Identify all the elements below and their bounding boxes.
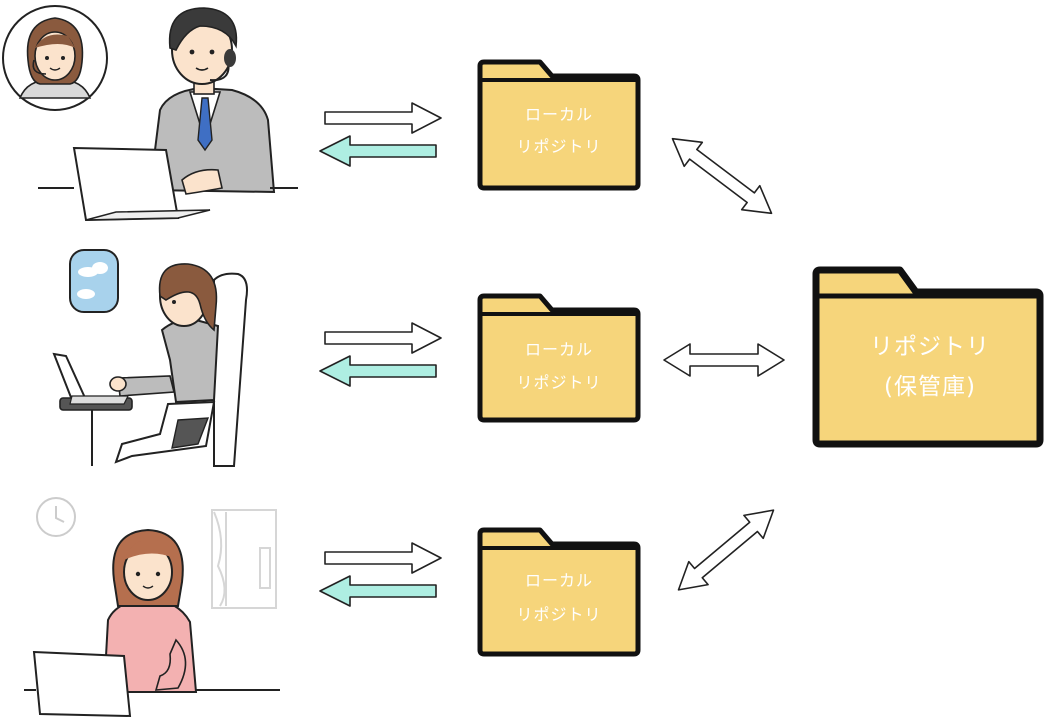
sync-arrow-diagonal-down [671,137,773,215]
local-repo-label-line2: リポジトリ [516,373,601,392]
sync-arrow-horizontal [663,343,785,377]
row1-arrows [319,102,442,167]
push-arrow-right [324,102,442,134]
local-repo-label-line2: リポジトリ [516,605,601,624]
central-repository-folder: リポジトリ (保管庫) [812,266,1044,448]
row3-arrows [319,542,442,607]
wall-clock-icon [36,497,76,537]
sync-arrow-diagonal-up [677,509,775,591]
local-repo-label-line1: ローカル [525,105,593,124]
remote-colleague-avatar [2,5,108,111]
local-repository-folder-2: ローカル リポジトリ [477,293,641,423]
push-arrow-right [324,322,442,354]
home-worker-illustration [24,497,280,718]
man-laptop [72,146,180,222]
traveler-laptop [52,352,88,401]
pull-arrow-left [319,135,437,167]
window-curtain [211,509,277,609]
local-repository-folder-1: ローカル リポジトリ [477,59,641,191]
office-worker-illustration [2,5,298,222]
row2-arrows [319,322,442,387]
pull-arrow-left [319,355,437,387]
pull-arrow-left [319,575,437,607]
local-repo-label-line2: リポジトリ [516,137,601,156]
airplane-window [69,249,119,313]
local-repo-label-line1: ローカル [525,571,593,590]
push-arrow-right [324,542,442,574]
airplane-traveler-illustration [52,249,248,467]
man-tie [197,97,213,152]
home-laptop [32,650,132,718]
central-repo-label-line2: (保管庫) [884,374,976,400]
local-repo-label-line1: ローカル [525,340,593,359]
central-repo-label-line1: リポジトリ [870,334,990,360]
local-repository-folder-3: ローカル リポジトリ [477,527,641,657]
